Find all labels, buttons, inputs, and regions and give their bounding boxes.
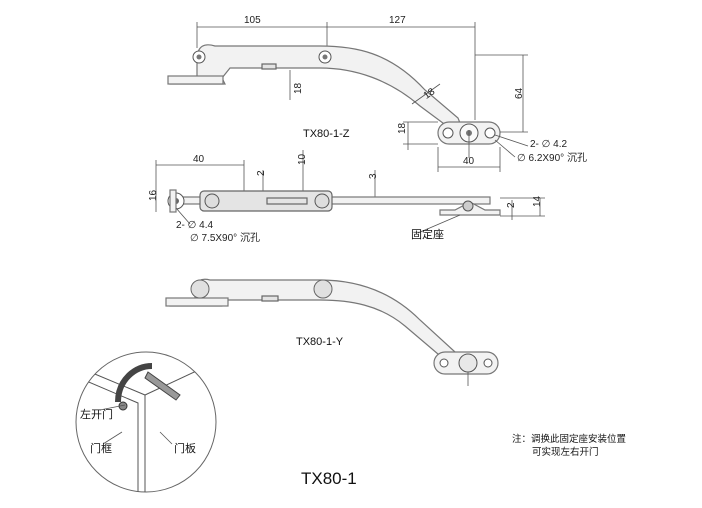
dim-3: 3 bbox=[368, 173, 379, 179]
base-plate-z bbox=[167, 75, 224, 85]
top-view: 105 127 18 18 64 18 bbox=[167, 15, 587, 172]
drawing-title: TX80-1 bbox=[301, 469, 357, 488]
bottom-view: TX80-1-Y bbox=[165, 278, 499, 386]
frame-label: 门框 bbox=[90, 441, 112, 455]
rivet-side-icon bbox=[314, 193, 330, 209]
countersink-note-side: ∅ 7.5X90° 沉孔 bbox=[190, 231, 260, 244]
rivet-center-icon bbox=[322, 54, 328, 60]
mount-label: 固定座 bbox=[411, 227, 444, 241]
left-door-label: 左开门 bbox=[80, 407, 113, 421]
detail-arm bbox=[115, 363, 153, 403]
dim-2-right: 2 bbox=[506, 202, 517, 208]
dim-127: 127 bbox=[389, 15, 406, 26]
dim-18-left: 18 bbox=[293, 82, 304, 94]
detail-outline bbox=[75, 351, 217, 493]
side-plate bbox=[169, 189, 177, 213]
holes-note-side: 2- ∅ 4.4 bbox=[176, 220, 213, 231]
dim-64: 64 bbox=[514, 87, 525, 99]
pivot-icon bbox=[458, 353, 478, 373]
slot-tab bbox=[261, 63, 277, 70]
hole-icon bbox=[439, 358, 449, 368]
dim-2: 2 bbox=[256, 170, 267, 176]
base-plate-y bbox=[165, 297, 229, 307]
detail-bar bbox=[144, 371, 181, 401]
dim-14: 14 bbox=[532, 195, 543, 207]
rivet-icon bbox=[313, 279, 333, 299]
holes-note-z: 2- ∅ 4.2 bbox=[530, 139, 567, 150]
countersink-note-z: ∅ 6.2X90° 沉孔 bbox=[517, 151, 587, 164]
dim-18-bottom: 18 bbox=[397, 122, 408, 134]
detail-circle: 左开门 门框 门板 bbox=[75, 351, 217, 493]
dim-16: 16 bbox=[148, 189, 159, 201]
hole-icon bbox=[483, 358, 493, 368]
note-line-2: 可实现左右开门 bbox=[532, 446, 599, 458]
dim-10: 10 bbox=[297, 153, 308, 165]
model-label-y: TX80-1-Y bbox=[296, 336, 344, 348]
side-slot bbox=[266, 197, 308, 205]
slot-tab bbox=[261, 295, 279, 302]
rivet-icon bbox=[190, 279, 210, 299]
panel-label: 门板 bbox=[174, 441, 196, 455]
dim-40-top: 40 bbox=[193, 154, 205, 165]
side-bracket bbox=[199, 190, 333, 212]
hole-icon bbox=[484, 127, 496, 139]
seat-pivot-icon bbox=[462, 200, 474, 212]
dim-105: 105 bbox=[244, 15, 261, 26]
side-view: 40 10 2 3 16 14 2 2- ∅ 4.4 ∅ 7. bbox=[148, 150, 545, 244]
arm-body-z bbox=[169, 44, 463, 133]
dim-40-base: 40 bbox=[463, 156, 475, 167]
rivet-side-icon bbox=[204, 193, 220, 209]
rivet-center-icon bbox=[196, 54, 202, 60]
hole-icon bbox=[442, 127, 454, 139]
note-line-1: 注：调换此固定座安装位置 bbox=[512, 433, 626, 445]
model-label-z: TX80-1-Z bbox=[303, 128, 350, 140]
